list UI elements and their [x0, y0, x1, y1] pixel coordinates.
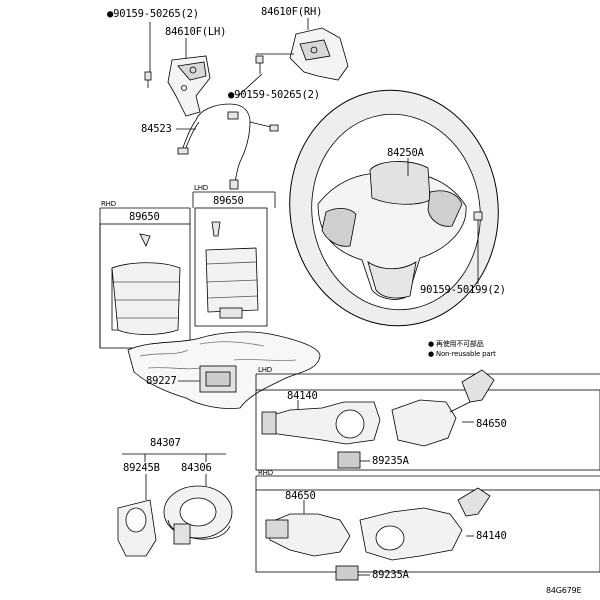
airbag-box-lhd [192, 191, 276, 327]
tag-rhd-switch: RHD [258, 469, 273, 477]
legend-non-reusable-en: ● Non-reusable part [428, 350, 496, 358]
label-84610F-lh: 84610F(LH) [165, 26, 227, 38]
label-89650-rhd: 89650 [129, 211, 160, 223]
sensor-89245B [117, 499, 157, 557]
label-84650-lhd: 84650 [476, 418, 507, 430]
legend-non-reusable-ja: ● 再使用不可部品 [428, 340, 484, 348]
clock-spring-84306 [163, 485, 233, 545]
label-84523: 84523 [141, 123, 172, 135]
bolt-90159-50265-rh [237, 55, 264, 97]
label-89227: 89227 [146, 375, 177, 387]
paddle-shifter-rh-84610F [256, 18, 349, 81]
connector-89235A-lhd [337, 451, 370, 469]
paddle-shifter-lh-84610F [167, 38, 211, 117]
label-84250A: 84250A [387, 147, 424, 159]
label-90159-50199: 90159-50199(2) [420, 284, 506, 296]
label-89235A-lhd: 89235A [372, 455, 409, 467]
label-89235A-rhd: 89235A [372, 569, 409, 581]
diagram-id: 84G679E [546, 586, 582, 595]
label-84650-rhd: 84650 [285, 490, 316, 502]
bolt-90159-50265-lh [144, 22, 152, 88]
combination-switch-84140-lhd [261, 400, 381, 445]
tag-rhd-airbag: RHD [101, 200, 116, 208]
label-84610F-rh: 84610F(RH) [261, 6, 323, 18]
wiper-switch-84650-rhd [265, 500, 351, 557]
label-90159-50265-top: ●90159-50265(2) [107, 8, 199, 20]
wiper-switch-84650-lhd [391, 369, 495, 447]
label-84140-rhd: 84140 [476, 530, 507, 542]
combination-switch-84140-rhd [359, 487, 491, 561]
label-90159-50265-mid: ●90159-50265(2) [228, 89, 320, 101]
switch-box-rhd [255, 475, 600, 581]
steering-wheel-84250A [289, 89, 499, 327]
spiral-cable-84307 [117, 453, 233, 557]
connector-89235A-rhd [335, 565, 370, 581]
wire-harness-84523 [176, 103, 279, 190]
label-89650-lhd: 89650 [213, 195, 244, 207]
label-89245B: 89245B [123, 462, 160, 474]
tag-lhd-airbag: LHD [194, 184, 208, 192]
tag-lhd-switch: LHD [258, 366, 272, 374]
airbag-box-rhd [99, 207, 191, 349]
label-84307: 84307 [150, 437, 181, 449]
switch-box-lhd [255, 369, 600, 471]
label-84306: 84306 [181, 462, 212, 474]
label-84140-lhd: 84140 [287, 390, 318, 402]
steering-column-area [127, 331, 321, 409]
